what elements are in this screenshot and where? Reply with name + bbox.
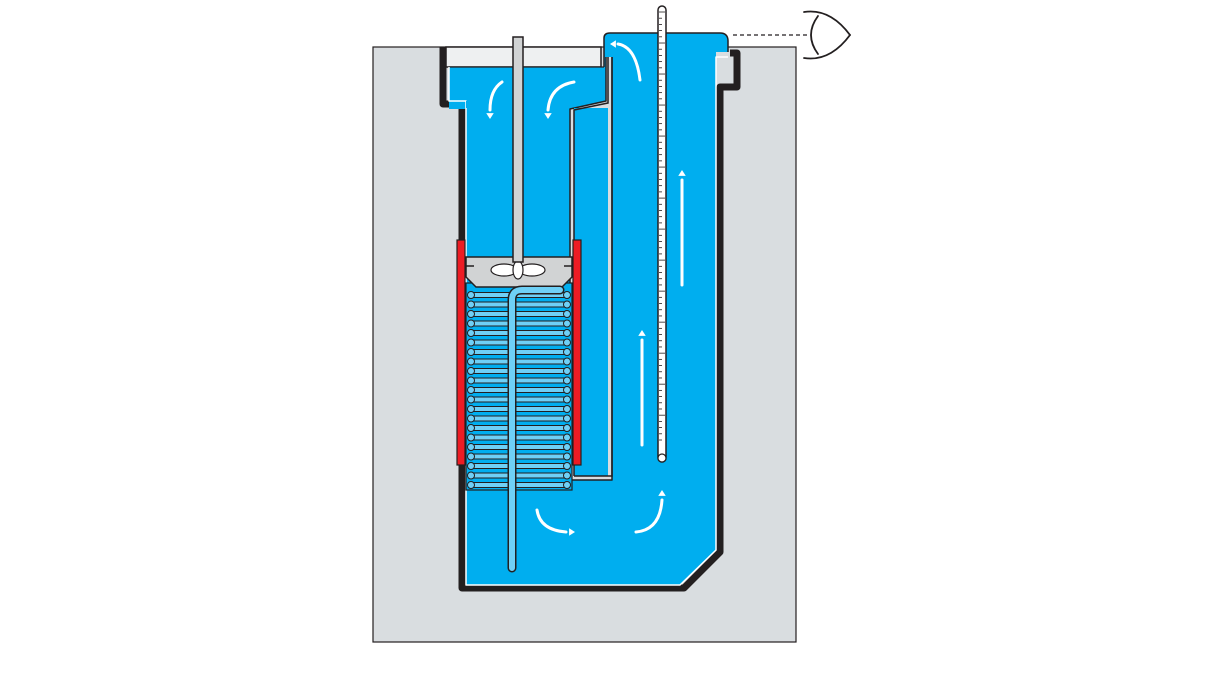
coil-turn [470, 311, 568, 317]
return-pipe-fill [509, 287, 563, 571]
coil-turn [470, 425, 568, 431]
coil-end-left [467, 329, 475, 337]
flow-arrow-head [678, 170, 686, 176]
flow-arrow-head [569, 528, 575, 536]
coil-end-right [563, 329, 571, 337]
eye-icon [803, 10, 851, 60]
coil-end-left [467, 338, 475, 347]
tank-wall-inner [448, 56, 728, 586]
coil-end-right [563, 452, 571, 461]
coil-turn [470, 377, 568, 384]
flow-arrow-head [486, 113, 494, 119]
coil-turn [470, 349, 568, 355]
coil-turn [470, 320, 568, 327]
flow-arrow [546, 80, 576, 112]
coil-turn [470, 463, 568, 469]
coil-end-left [467, 443, 475, 451]
stirrer-shaft [512, 36, 524, 263]
coil-end-left [467, 310, 475, 318]
coil-end-left [467, 376, 475, 385]
coil-end-left [467, 348, 475, 356]
coil-end-right [563, 433, 571, 442]
coil-turn [470, 453, 568, 460]
coil-end-left [467, 433, 475, 442]
coil-end-left [467, 462, 475, 470]
flow-arrow [616, 42, 642, 82]
coil-end-left [467, 291, 475, 299]
coil-end-left [467, 395, 475, 404]
coil-end-left [467, 300, 475, 309]
coil-end-left [467, 367, 475, 375]
thermometer-bulb [657, 453, 667, 463]
cooling-coil [467, 291, 571, 489]
coil-end-left [467, 386, 475, 394]
coil-turn [470, 368, 568, 374]
coil-end-left [467, 414, 475, 423]
coil-end-left [467, 481, 475, 489]
coil-end-left [467, 471, 475, 480]
flow-arrow [488, 80, 504, 112]
coil-end-right [563, 310, 571, 318]
coil-end-right [563, 291, 571, 299]
coil-turn [470, 358, 568, 365]
coil-turn [470, 330, 568, 336]
thermometer-scale [657, 11, 667, 463]
coil-end-right [563, 405, 571, 413]
coil-end-right [563, 414, 571, 423]
coil-end-right [563, 395, 571, 404]
flow-arrow-head [658, 490, 666, 496]
flow-arrow-head [544, 113, 552, 119]
coil-end-right [563, 300, 571, 309]
flow-arrow [634, 498, 664, 534]
coil-turn [470, 301, 568, 308]
coil-end-left [467, 319, 475, 328]
basin-shelf [466, 101, 545, 108]
coil-end-right [563, 367, 571, 375]
coil-end-right [563, 424, 571, 432]
coil-turn [470, 415, 568, 422]
coil-end-right [563, 338, 571, 347]
coil-end-right [563, 348, 571, 356]
coil-turn [470, 387, 568, 393]
heater-element-right [572, 239, 582, 466]
coil-turn [470, 339, 568, 346]
flow-arrow-head [610, 40, 616, 48]
heater-element-left [456, 239, 466, 466]
coil-end-right [563, 319, 571, 328]
coil-end-left [467, 405, 475, 413]
coil-end-left [467, 357, 475, 366]
coil-end-right [563, 376, 571, 385]
flow-arrow [535, 508, 568, 534]
coil-end-right [563, 357, 571, 366]
coil-turn [470, 434, 568, 441]
coil-end-right [563, 386, 571, 394]
coil-end-right [563, 462, 571, 470]
coil-end-right [563, 481, 571, 489]
coil-turn [470, 482, 568, 488]
coil-end-left [467, 424, 475, 432]
coil-turn [470, 396, 568, 403]
propeller-hub [512, 260, 524, 280]
flow-arrows [486, 40, 686, 536]
coil-end-right [563, 443, 571, 451]
coil-end-left [467, 452, 475, 461]
flow-arrow-head [638, 330, 646, 336]
coil-end-right [563, 471, 571, 480]
coil-turn [470, 406, 568, 412]
coil-turn [470, 444, 568, 450]
coil-turn [470, 472, 568, 479]
